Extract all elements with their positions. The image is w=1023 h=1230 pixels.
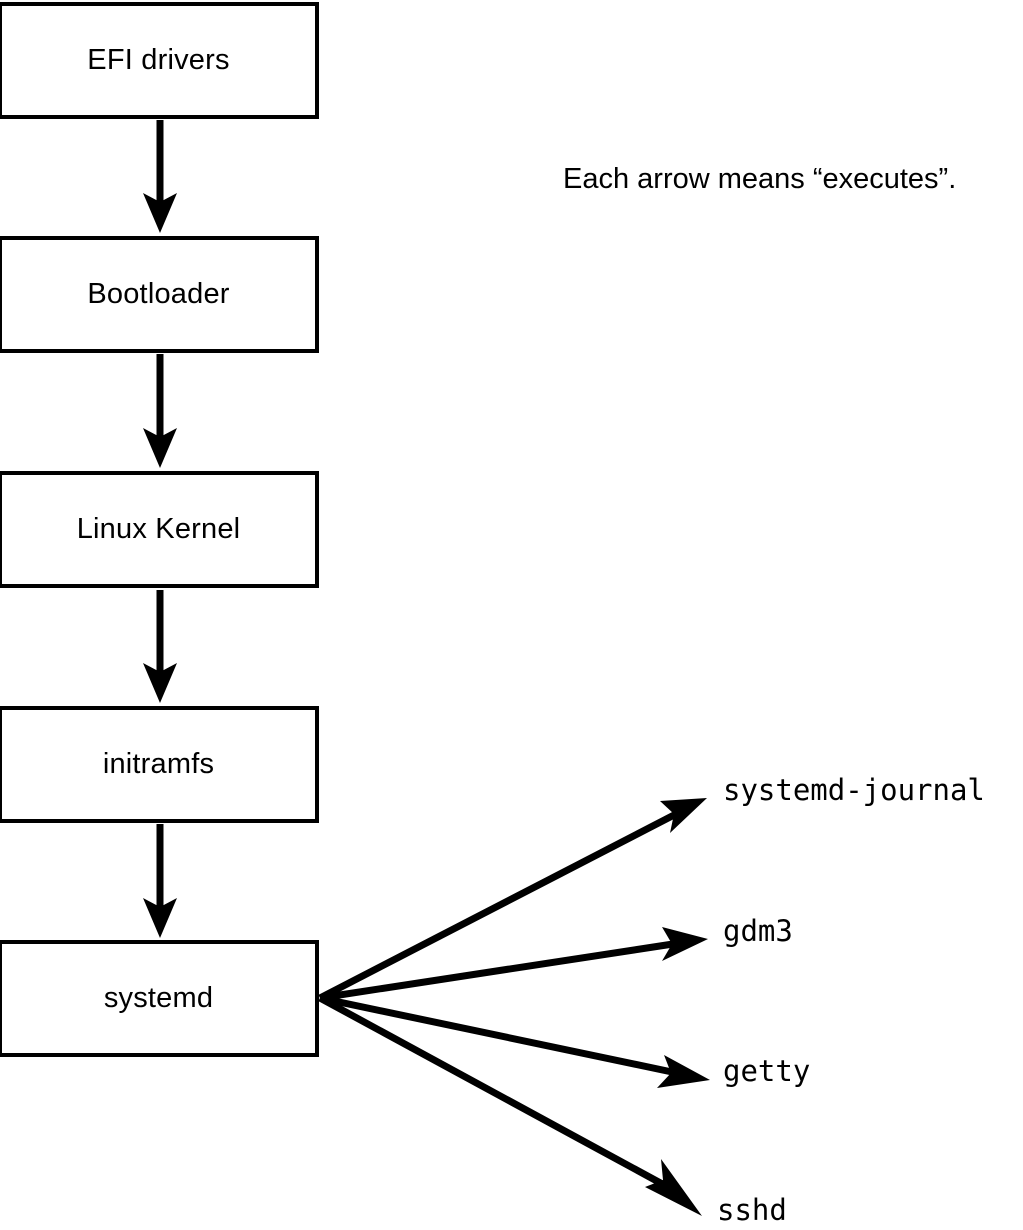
node-label-efi-drivers: EFI drivers <box>87 44 230 76</box>
node-bootloader[interactable]: Bootloader <box>0 236 319 353</box>
node-initramfs[interactable]: initramfs <box>0 706 319 823</box>
arrow-systemd-to-sshd <box>318 994 702 1216</box>
arrow-systemd-to-systemd-journal <box>318 798 707 1002</box>
arrow-initramfs-to-systemd <box>143 824 177 938</box>
leaf-label-systemd-journal[interactable]: systemd-journal <box>723 776 985 805</box>
node-efi-drivers[interactable]: EFI drivers <box>0 2 319 119</box>
leaf-text-gdm3: gdm3 <box>723 914 793 948</box>
arrow-kernel-to-initramfs <box>143 590 177 703</box>
node-label-systemd: systemd <box>103 982 214 1014</box>
leaf-label-gdm3[interactable]: gdm3 <box>723 917 793 946</box>
leaf-text-getty: getty <box>723 1054 811 1088</box>
node-label-initramfs: initramfs <box>102 748 215 780</box>
node-label-linux-kernel: Linux Kernel <box>76 513 241 545</box>
node-label-bootloader: Bootloader <box>87 278 230 310</box>
leaf-label-sshd[interactable]: sshd <box>717 1196 787 1225</box>
arrow-efi-to-bootloader <box>143 120 177 233</box>
leaf-label-getty[interactable]: getty <box>723 1057 810 1086</box>
node-linux-kernel[interactable]: Linux Kernel <box>0 471 319 588</box>
leaf-text-systemd-journal: systemd-journal <box>723 773 985 807</box>
legend-caption: Each arrow means “executes”. <box>563 165 956 194</box>
arrow-systemd-to-gdm3 <box>319 927 708 1002</box>
leaf-text-sshd: sshd <box>717 1193 787 1227</box>
arrow-systemd-to-getty <box>319 994 710 1088</box>
legend-caption-text: Each arrow means “executes”. <box>563 163 957 195</box>
node-systemd[interactable]: systemd <box>0 940 319 1057</box>
arrow-bootloader-to-kernel <box>143 354 177 468</box>
